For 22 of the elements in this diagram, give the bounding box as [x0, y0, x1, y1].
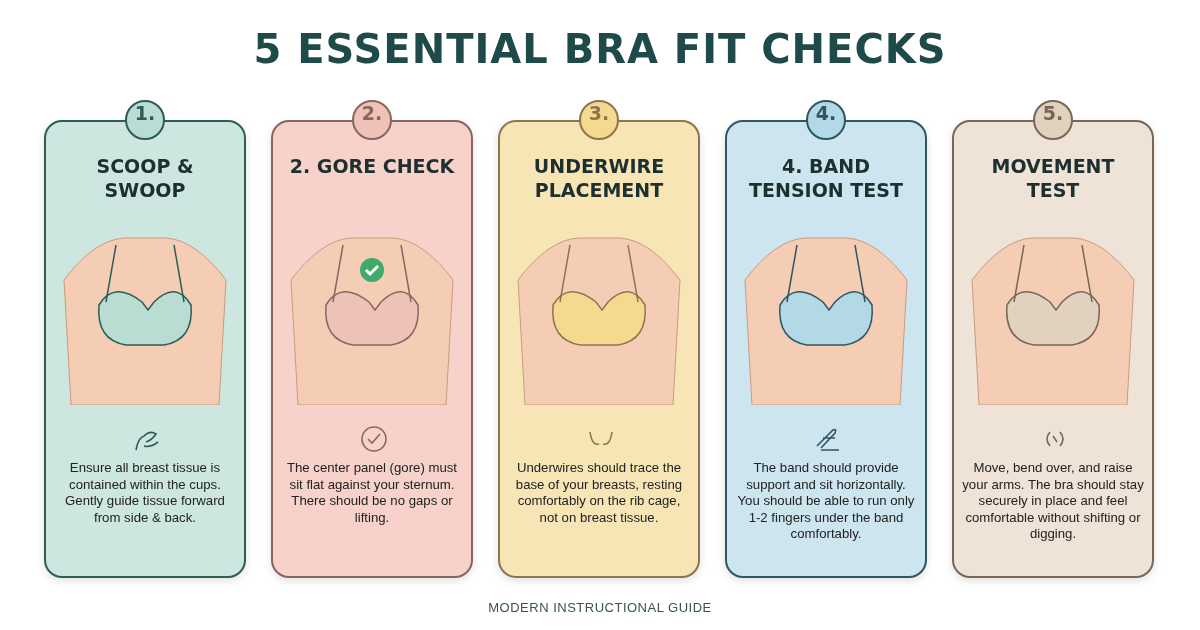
number-badge: 4. [806, 100, 846, 140]
step-description: Underwires should trace the base of your breasts, resting comfortably on the rib cage, not on breast tissue. [514, 460, 684, 526]
step-description: Move, bend over, and raise your arms. The bra should stay securely in place and feel comfortable without shifting or digging. [962, 460, 1144, 543]
footer-note: MODERN INSTRUCTIONAL GUIDE [487, 600, 713, 615]
step-description: Ensure all breast tissue is contained within the cups. Gently guide tissue forward from side & back. [64, 460, 226, 526]
step-heading: 4. BAND TENSION TEST [748, 154, 904, 202]
number-badge: 1. [125, 100, 165, 140]
step-card [271, 120, 473, 578]
step-heading: MOVEMENT TEST [990, 154, 1116, 202]
step-heading: SCOOP & SWOOP [95, 154, 195, 202]
step-heading: 2. GORE CHECK [288, 154, 456, 178]
number-badge: 2. [352, 100, 392, 140]
step-card [725, 120, 927, 578]
number-badge: 5. [1033, 100, 1073, 140]
step-description: The center panel (gore) must sit flat against your sternum. There should be no gaps or lifting. [285, 460, 459, 526]
step-card [44, 120, 246, 578]
step-description: The band should provide support and sit horizontally. You should be able to run only 1-2 fingers under the band comfortably. [736, 460, 916, 543]
step-card [498, 120, 700, 578]
step-card [952, 120, 1154, 578]
number-badge: 3. [579, 100, 619, 140]
title: 5 ESSENTIAL BRA FIT CHECKS [252, 26, 948, 72]
step-heading: UNDERWIRE PLACEMENT [532, 154, 666, 202]
